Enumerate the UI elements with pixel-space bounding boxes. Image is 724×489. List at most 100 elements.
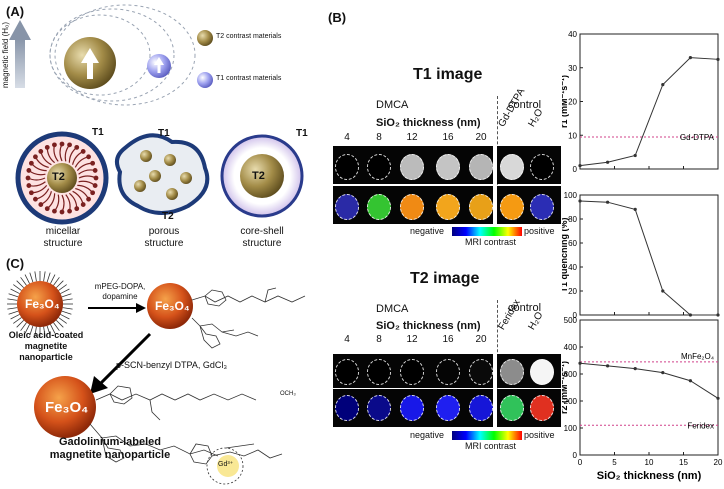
column-label-16: 16 <box>442 334 454 345</box>
porous-structure <box>114 133 210 215</box>
magnetic-field-label: magnetic field (H₀) <box>1 21 10 88</box>
step2-reagents: p-SCN-benzyl DTPA, GdCl₃ <box>116 360 228 370</box>
column-label-20: 20 <box>475 334 487 345</box>
data-point <box>606 200 610 204</box>
t2-colorbar-caption: MRI contrast <box>465 441 517 451</box>
chart-frame <box>579 319 719 456</box>
core-label-1: Fe₃O₄ <box>25 297 60 311</box>
data-point <box>578 164 582 168</box>
t1-positive-label: positive <box>524 226 555 236</box>
y-tick-label: 100 <box>564 191 578 200</box>
y-axis-label: r1 (mM⁻¹s⁻¹) <box>562 75 569 128</box>
column-label-8: 8 <box>376 334 382 345</box>
panel-c-label: (C) <box>6 256 25 271</box>
y-tick-label: 100 <box>564 424 578 433</box>
t2-sphere-icon <box>64 37 116 89</box>
data-point <box>661 371 665 375</box>
t2-thickness-label: SiO₂ thickness (nm) <box>376 320 481 332</box>
column-label-4: 4 <box>344 334 350 345</box>
color-spot-6 <box>530 395 554 421</box>
y-tick-label: 60 <box>568 239 577 248</box>
gray-spot-5 <box>500 154 524 180</box>
gray-spot-0 <box>335 359 359 385</box>
micellar-shell-label: T1 <box>92 127 104 138</box>
t1-sphere-icon <box>147 54 171 78</box>
gray-spot-2 <box>400 359 424 385</box>
y-tick-label: 20 <box>568 98 577 107</box>
chart-frame <box>579 33 719 170</box>
y-tick-label: 200 <box>564 397 578 406</box>
gd-ion-label: Gd³⁺ <box>218 461 234 468</box>
color-spot-1 <box>367 194 391 220</box>
legend-t1-marker <box>197 72 213 88</box>
color-spot-5 <box>500 194 524 220</box>
t2-dmca-label: DMCA <box>376 303 409 315</box>
color-spot-1 <box>367 395 391 421</box>
reaction-arrow-1 <box>88 303 146 313</box>
column-label-16: 16 <box>442 132 454 143</box>
gray-spot-3 <box>436 359 460 385</box>
y-tick-label: 300 <box>564 370 578 379</box>
color-spot-5 <box>500 395 524 421</box>
x-axis-label: SiO₂ thickness (nm) <box>597 470 702 482</box>
t1-dmca-label: DMCA <box>376 99 409 111</box>
ligand-structure-2 <box>89 385 283 485</box>
gd-ion-marker <box>217 455 239 477</box>
y-tick-label: 20 <box>568 287 577 296</box>
panel-a-diagram <box>9 4 304 225</box>
data-point <box>661 289 665 293</box>
magnetic-field-arrow <box>9 20 31 88</box>
color-spot-3 <box>436 395 460 421</box>
t1-colorbar <box>452 227 522 236</box>
y-tick-label: 500 <box>564 316 578 325</box>
control-label-0: Feridex <box>496 297 523 332</box>
column-label-12: 12 <box>406 132 418 143</box>
color-spot-6 <box>530 194 554 220</box>
color-spot-2 <box>400 194 424 220</box>
color-spot-4 <box>469 395 493 421</box>
field-lines <box>49 4 196 106</box>
y-tick-label: 40 <box>568 30 577 39</box>
column-label-4: 4 <box>344 132 350 143</box>
core-shell-structure <box>220 134 304 218</box>
color-spot-2 <box>400 395 424 421</box>
gd-labeled-nanoparticle <box>34 376 96 438</box>
micellar-core-label: T2 <box>52 171 65 183</box>
color-spot-3 <box>436 194 460 220</box>
gray-spot-4 <box>469 359 493 385</box>
t1-title: T1 image <box>413 66 483 83</box>
panel-c-scheme <box>7 271 306 485</box>
column-label-8: 8 <box>376 132 382 143</box>
data-point <box>688 56 692 60</box>
gray-spot-3 <box>436 154 460 180</box>
y-tick-label: 0 <box>573 451 578 460</box>
data-point <box>716 396 720 400</box>
y-tick-label: 400 <box>564 343 578 352</box>
t2-title: T2 image <box>410 270 480 287</box>
gray-spot-1 <box>367 154 391 180</box>
core-label-3: Fe₃O₄ <box>45 399 89 416</box>
color-spot-0 <box>335 194 359 220</box>
series-line <box>579 362 719 399</box>
panel-b-label: (B) <box>328 10 347 25</box>
legend-t1-text: T1 contrast materials <box>216 75 282 82</box>
core-label-2: Fe₃O₄ <box>155 299 190 313</box>
gray-spot-1 <box>367 359 391 385</box>
och3-label: OCH₃ <box>280 391 296 397</box>
data-point <box>688 313 692 317</box>
y-axis-label: T1 quenching (%) <box>562 218 569 293</box>
oleic-nanoparticle <box>7 271 73 337</box>
chart-frame <box>579 194 719 316</box>
data-point <box>633 367 637 371</box>
column-label-20: 20 <box>475 132 487 143</box>
t2-colorbar <box>452 431 522 440</box>
y-tick-label: 10 <box>568 131 577 140</box>
data-point <box>716 57 720 61</box>
y-tick-label: 40 <box>568 263 577 272</box>
y-tick-label: 0 <box>573 165 578 174</box>
x-tick-label: 0 <box>578 458 583 467</box>
data-point <box>716 313 720 317</box>
